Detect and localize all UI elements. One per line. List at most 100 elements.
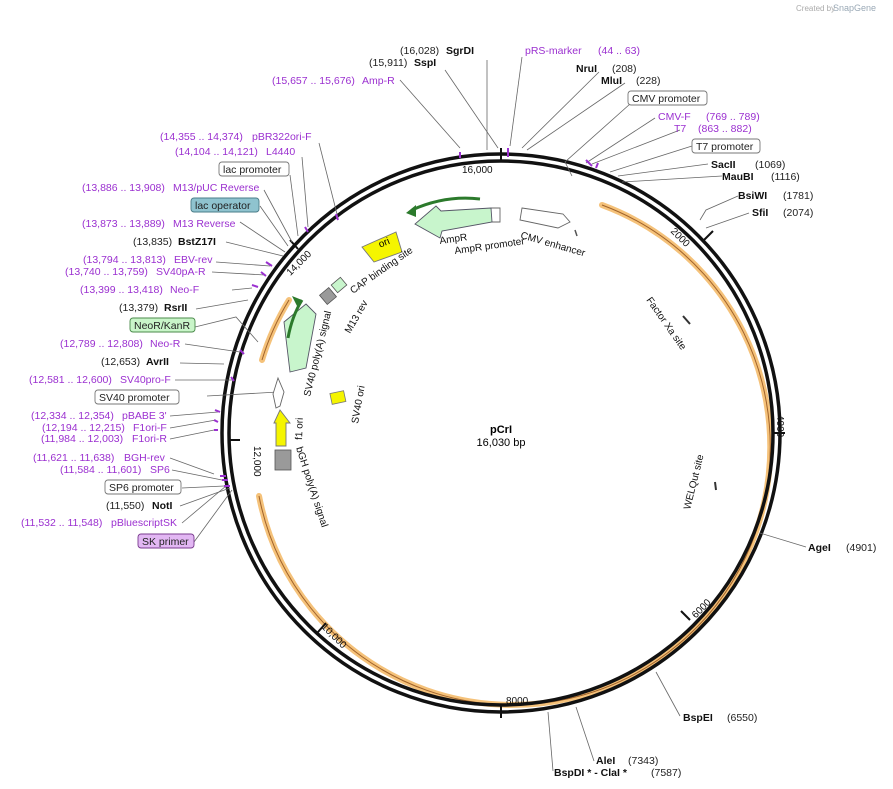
- pbluescript-range: (11,532 .. 11,548): [21, 517, 102, 529]
- rsrii-label: RsrII: [164, 302, 187, 314]
- bgh-polya-label: bGH poly(A) signal: [293, 446, 329, 529]
- ori-feature: [361, 231, 403, 263]
- noti-label: NotI: [152, 500, 172, 512]
- m13puc-range: (13,886 .. 13,908): [82, 182, 165, 194]
- prs-marker-range: (44 .. 63): [598, 45, 640, 57]
- sp6-promoter-box: SP6 promoter: [104, 479, 182, 495]
- neof-range: (13,399 .. 13,418): [80, 284, 163, 296]
- neof-label: Neo-F: [170, 284, 199, 296]
- m13puc-label: M13/pUC Reverse: [173, 182, 260, 194]
- ampr-direction-head: [406, 205, 416, 217]
- left-site-labels: (14,355 .. 14,374) pBR322ori-F (14,104 .…: [21, 131, 312, 549]
- sp6-label: SP6: [150, 464, 170, 476]
- neo-direction-head: [292, 296, 302, 308]
- maubi-label: MauBI: [722, 171, 754, 183]
- bsiwi-label: BsiWI: [738, 190, 767, 202]
- alei-position: (7343): [628, 755, 658, 767]
- sv40pa-range: (13,740 .. 13,759): [65, 266, 148, 278]
- feature-labels: CMV enhancer AmpR AmpR promoter CAP bind…: [293, 230, 706, 528]
- nrui-position: (208): [612, 63, 637, 75]
- sk-primer-box: SK primer: [137, 533, 195, 549]
- neor-range: (12,789 .. 12,808): [60, 338, 143, 350]
- feature-blocks: ori: [272, 196, 717, 491]
- alei-label: AleI: [596, 755, 615, 767]
- m13rev-primer-label: M13 Reverse: [173, 218, 236, 230]
- ampr-promoter-feature: [490, 207, 501, 223]
- maubi-position: (1116): [771, 171, 800, 183]
- cmv-enhancer-feature: [519, 207, 571, 229]
- sv40pa-label: SV40pA-R: [156, 266, 206, 278]
- f1orif-label: F1ori-F: [133, 422, 167, 434]
- sv40-promoter-feature: [272, 376, 285, 409]
- sacii-label: SacII: [711, 159, 736, 171]
- rsrii-position: (13,379): [119, 302, 158, 314]
- plasmid-name: pCrI: [490, 424, 512, 436]
- pbabe-range: (12,334 .. 12,354): [31, 410, 114, 422]
- primer-marks: [213, 148, 599, 487]
- plasmid-size: 16,030 bp: [477, 437, 526, 449]
- bgh-rev-range: (11,621 .. 11,638): [33, 452, 114, 464]
- bspei-position: (6550): [727, 712, 757, 724]
- leader-lines: [169, 56, 807, 772]
- cap-site-feature: [330, 276, 348, 294]
- mlui-position: (228): [636, 75, 661, 87]
- lac-operator-label: lac operator: [195, 200, 251, 212]
- sv40-ori-feature: [329, 390, 347, 405]
- right-site-labels: CMV promoter CMV-F (769 .. 789) T7 (863 …: [554, 90, 876, 779]
- ampr-primer-label: Amp-R: [362, 75, 395, 87]
- agei-label: AgeI: [808, 542, 831, 554]
- sspi-label: SspI: [414, 57, 436, 69]
- cmv-promoter-label: CMV promoter: [632, 93, 701, 105]
- sv40-promoter-box: SV40 promoter: [94, 389, 180, 405]
- t7-label: T7: [674, 123, 686, 135]
- m13rev-range: (13,873 .. 13,889): [82, 218, 165, 230]
- t7-promoter-label: T7 promoter: [696, 141, 754, 153]
- credit-prefix: Created by: [796, 4, 835, 13]
- tick-label-16000: 16,000: [462, 165, 493, 176]
- bstz17i-label: BstZ17I: [178, 236, 216, 248]
- ampr-primer-range: (15,657 .. 15,676): [272, 75, 355, 87]
- sp6-range: (11,584 .. 11,601): [60, 464, 141, 476]
- top-site-labels: (16,028) SgrDI (15,911) SspI pRS-marker …: [272, 45, 661, 87]
- pbr322-label: pBR322ori-F: [252, 131, 312, 143]
- welqut-label: WELQut site: [682, 453, 706, 511]
- ori-label: ori: [377, 236, 391, 250]
- welqut-mark: [714, 481, 717, 491]
- f1orir-label: F1ori-R: [132, 433, 167, 445]
- bstz17i-position: (13,835): [133, 236, 172, 248]
- neokan-box: NeoR/KanR: [129, 317, 196, 333]
- sspi-position: (15,911): [369, 57, 407, 69]
- sfii-label: SfiI: [752, 207, 768, 219]
- avrii-position: (12,653): [101, 356, 140, 368]
- sgrdi-label: SgrDI: [446, 45, 474, 57]
- t7-range: (863 .. 882): [698, 123, 752, 135]
- noti-position: (11,550): [106, 500, 144, 512]
- ampr-feature: [414, 205, 493, 239]
- snapgene-brand: SnapGene: [833, 3, 876, 13]
- l4440-range: (14,104 .. 14,121): [175, 146, 258, 158]
- neokan-label: NeoR/KanR: [134, 320, 190, 332]
- sp6-promoter-label: SP6 promoter: [109, 482, 174, 494]
- cmvf-range: (769 .. 789): [706, 111, 760, 123]
- avrii-label: AvrII: [146, 356, 169, 368]
- bsiwi-position: (1781): [783, 190, 813, 202]
- factor-xa-mark: [682, 315, 691, 325]
- ebv-rev-range: (13,794 .. 13,813): [83, 254, 166, 266]
- f1-ori-feature: [273, 409, 291, 447]
- pbluescript-label: pBluescriptSK: [111, 517, 177, 529]
- nrui-label: NruI: [576, 63, 597, 75]
- tick-label-8000: 8000: [506, 696, 529, 707]
- m13rev-label: M13 rev: [343, 299, 371, 336]
- orange-arc-core: [258, 204, 771, 706]
- bgh-polya-feature: [274, 449, 292, 471]
- pbabe-label: pBABE 3': [122, 410, 167, 422]
- sv40-ori-label: SV40 ori: [350, 385, 367, 425]
- lac-promoter-label: lac promoter: [223, 164, 282, 176]
- bspdi-clai-label: BspDI * - ClaI *: [554, 767, 628, 779]
- factor-xa-label: Factor Xa site: [644, 295, 689, 352]
- lac-operator-box: lac operator: [190, 197, 260, 213]
- mlui-label: MluI: [601, 75, 622, 87]
- backbone-inner: [227, 159, 775, 707]
- sv40pro-range: (12,581 .. 12,600): [29, 374, 112, 386]
